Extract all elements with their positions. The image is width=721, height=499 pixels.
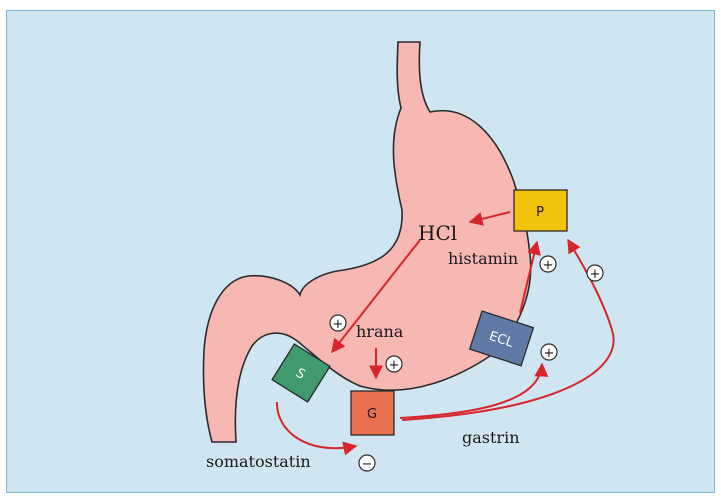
hcl-label: HCl [418, 221, 457, 245]
hrana-label: hrana [356, 322, 404, 341]
minus-sign-icon: − [359, 455, 375, 472]
g-cell-label: G [367, 407, 377, 422]
plus-sign-icon: + [587, 265, 603, 282]
histamin-label: histamin [448, 249, 518, 268]
svg-text:−: − [362, 457, 373, 472]
plus-sign-icon: + [540, 256, 556, 273]
svg-text:+: + [543, 258, 554, 273]
p-cell-label: P [536, 205, 544, 220]
svg-text:+: + [333, 317, 344, 332]
somatostatin-label: somatostatin [206, 452, 311, 471]
svg-text:+: + [389, 358, 400, 373]
p-cell: P [514, 190, 567, 231]
plus-sign-icon: + [541, 344, 557, 361]
plus-sign-icon: + [386, 356, 402, 373]
svg-text:+: + [544, 346, 555, 361]
stomach-shape [203, 42, 530, 442]
arrow-s-to-g [277, 402, 356, 448]
g-cell: G [351, 391, 394, 435]
gastrin-label: gastrin [462, 428, 520, 447]
svg-text:+: + [590, 267, 601, 282]
plus-sign-icon: + [330, 315, 346, 332]
